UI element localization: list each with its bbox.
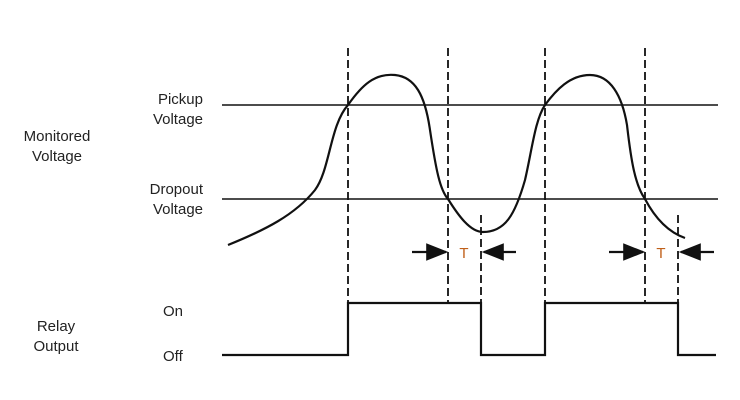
relay-output-label-line2: Output	[33, 338, 79, 355]
relay-output-signal	[222, 301, 716, 357]
delay-time-label: T	[459, 245, 468, 262]
on-label: On	[163, 303, 183, 320]
pickup-voltage-label-line2: Voltage	[153, 111, 203, 128]
dropout-voltage-label-line1: Dropout	[150, 181, 204, 198]
dropout-voltage-label-line2: Voltage	[153, 201, 203, 218]
delay-time-label: T	[656, 245, 665, 262]
pickup-voltage-label-line1: Pickup	[158, 91, 203, 108]
off-label: Off	[163, 348, 184, 365]
monitored-voltage-curve	[227, 73, 686, 247]
monitored-voltage-label-line1: Monitored	[24, 128, 91, 145]
relay-output-label-line1: Relay	[37, 318, 76, 335]
monitored-voltage-label-line2: Voltage	[32, 148, 82, 165]
